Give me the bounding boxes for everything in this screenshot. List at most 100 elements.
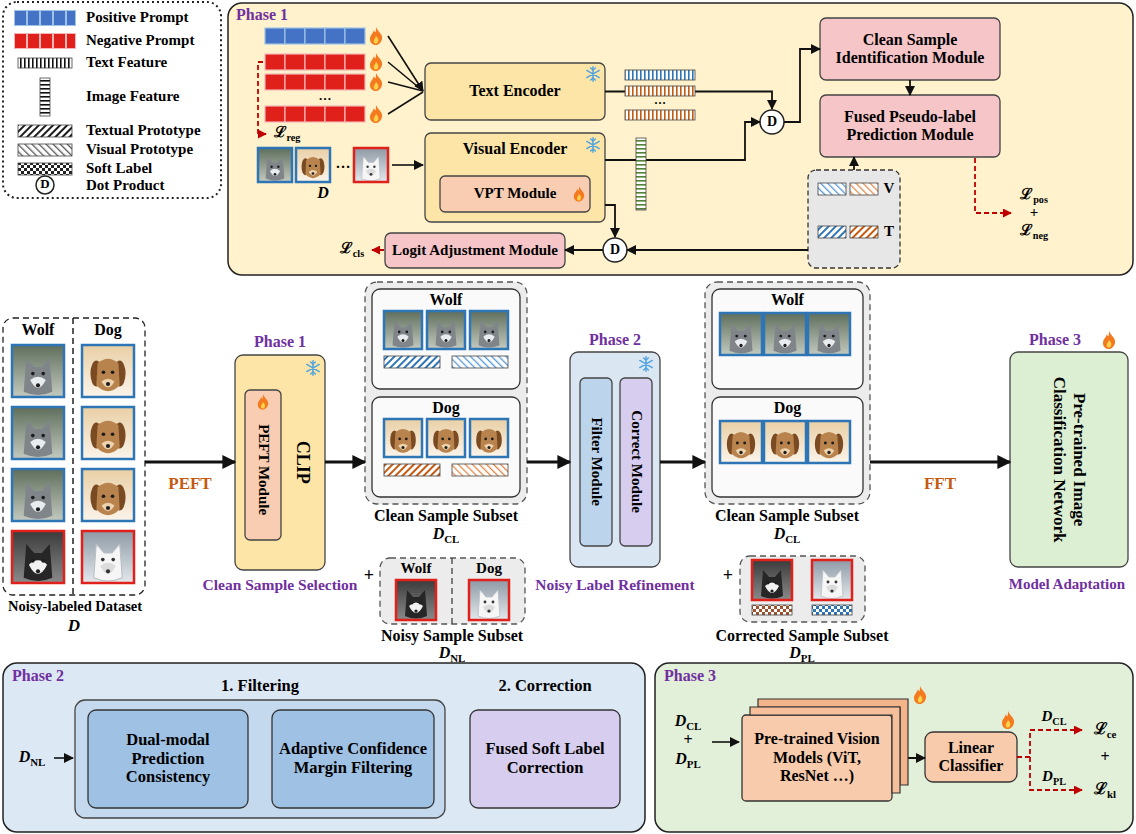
node-text: Pre-trained Vision Models (ViT, ResNet …… [748,730,886,785]
node-text: Wolf [712,291,863,309]
node-text: DCL [426,525,466,543]
flow-arrow [784,49,820,122]
class-group: Dog [712,397,863,497]
encoder-box: Visual EncoderVPT Module [425,133,605,222]
node-text: Phase 1 [230,333,330,351]
dataset-images [12,318,134,595]
node-shape [372,397,520,497]
node-text: DPL [782,644,822,662]
encoder-box: Text Encoder [425,63,605,120]
loss-arrows [54,158,1082,790]
node-text: Clean Sample Subset [697,507,877,525]
node-text: Phase 2 [565,331,665,349]
class-group: Wolf [712,289,863,389]
node-text: D [59,616,89,636]
clean-subset-images [384,311,509,624]
legend-frame [3,2,221,198]
node-shape [820,18,1000,80]
prototypes [818,183,878,238]
node-shape [742,715,892,801]
edge-label: PEFT [150,474,230,494]
phase1-images [258,148,423,182]
node-shape [580,378,612,546]
node-text: Phase 1 [236,6,316,24]
node-text: Model Adaptation [1000,576,1134,593]
node-shape [712,289,863,389]
module-box: Clean Sample Identification Module [820,18,1000,80]
node-text: Clean Sample Identification Module [826,31,994,68]
module-box: Dual-modal Prediction Consistency [88,710,248,808]
node-shape [570,352,660,567]
node-shape [3,663,645,832]
phase-panel: Phase 3 Pre-trained Vision Models (ViT, R… [655,663,1133,832]
node-shape [808,170,900,268]
annotation-label: DPL [1034,768,1074,785]
prototype-box: VT [808,170,900,268]
node-shape [75,700,445,818]
node-text: Noisy-labeled Dataset [0,598,150,615]
annotation-label: D [37,177,53,192]
node-text: Adaptive Confidence Margin Filtering [278,740,428,778]
node-text: Text Encoder [431,82,599,100]
node-text: Phase 3 [664,667,744,685]
legend-text: Textual Prototype [86,122,201,139]
node-shape [365,282,527,504]
node-text: Dog [75,321,141,339]
phase-panel: Phase 2 1. FilteringDual-modal Prediction… [3,663,645,832]
node-shape [235,355,325,570]
flow-arrow [660,461,705,464]
node-text: Dog [372,399,520,417]
node-shape [3,318,145,595]
node-text: Dog [712,399,863,417]
flow-arrow [145,461,235,464]
node-text: Wolf [372,291,520,309]
node-text: VPT Module [446,185,584,202]
sample-subset: WolfDogNoisy Sample SubsetDNL [380,558,525,624]
module-box: Logit Adjustment Module [385,233,565,268]
model-box: Phase 2Noisy Label RefinementFilter Modu… [570,352,660,567]
annotation-label: D [308,184,338,202]
annotation-label: … [305,89,345,104]
node-text: Noisy Sample Subset [362,627,542,645]
flow-arrow [909,80,911,95]
model-box: Phase 1CLIPClean Sample SelectionPEFT Mo… [235,355,325,570]
module-box: 2. CorrectionFused Soft Label Correction [470,710,620,808]
node-text: Dual-modal Prediction Consistency [94,731,242,788]
flow-arrow [605,122,760,160]
annotation-label: ℒreg [268,124,306,141]
node-text: Clean Sample Subset [356,507,536,525]
node-text: PEFT Module [254,405,271,535]
node-text: Correct Module [627,387,644,537]
flow-arrow [853,157,855,170]
annotation-label: ℒneg [1014,222,1054,239]
node-text: Fused Pseudo-label Prediction Module [826,108,994,145]
flow-arrow [527,461,570,464]
node-shape [925,732,1017,782]
flow-arrow [325,461,365,464]
legend-text: Image Feature [86,88,179,105]
flow-arrow [565,249,603,251]
node-shape [425,133,605,222]
node-text: Phase 3 [1010,331,1100,349]
node-text: Noisy Label Refinement [525,576,705,594]
phase-panel: Phase 1 Text EncoderVisual EncoderVPT Mod… [228,3,1133,275]
node-text: 1. Filtering [160,677,360,696]
node-text: D [609,242,621,258]
node-text: Pre-trained Image Classification Network [1049,365,1088,555]
node-text: Wolf [380,560,452,577]
node-text: T [880,223,898,240]
refined-subset-images [720,313,852,615]
annotation-label: + [719,565,737,586]
model-box: Phase 3Pre-trained Image Classification … [1010,352,1128,567]
node-text: D [766,114,778,130]
node-text: Corrected Sample Subset [702,627,902,645]
node-shape [380,558,525,624]
annotation-label: ℒce [1085,720,1125,738]
node-text: Phase 2 [12,667,92,685]
node-shape [88,710,248,808]
legend-text: Negative Prompt [86,32,194,49]
annotation-label: DPL [668,750,708,768]
annotation-label: + [1014,204,1054,221]
class-group: Dog [372,397,520,497]
node-shape [1010,352,1128,567]
